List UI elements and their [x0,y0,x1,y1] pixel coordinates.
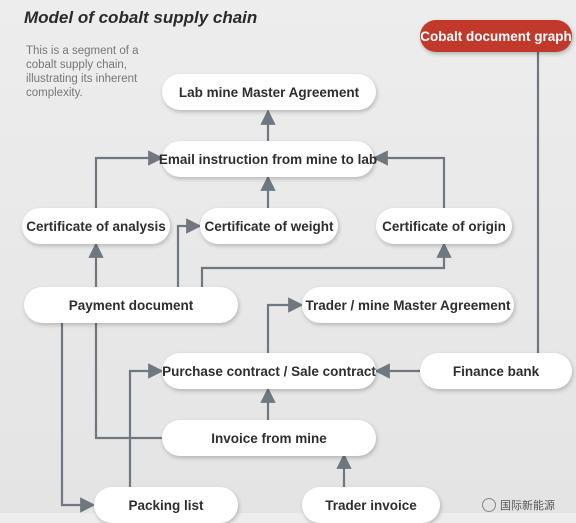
node-finance-bank: Finance bank [420,353,572,389]
node-packing-list: Packing list [94,487,238,523]
node-purchase-sale-contract: Purchase contract / Sale contract [162,353,376,389]
arrow-contract-to-trader-agreement [266,297,304,355]
diagram-title: Model of cobalt supply chain [24,8,258,27]
node-email-instruction: Email instruction from mine to lab [159,141,377,177]
node-lab-mine-master-agreement: Lab mine Master Agreement [162,74,376,110]
node-trader-invoice: Trader invoice [302,487,440,523]
node-invoice-from-mine: Invoice from mine [162,420,376,456]
arrow-origin-to-email [372,150,446,210]
arrow-packing-to-contract [128,363,164,488]
diagram-description: This is a segment of a cobalt supply cha… [26,45,139,99]
node-certificate-of-analysis: Certificate of analysis [22,208,170,244]
arrow-analysis-to-email [94,150,164,210]
arrow-payment-to-packing [60,321,96,513]
watermark: 国际新能源 [482,496,576,513]
arrow-payment-to-weight [176,218,202,289]
node-payment-document: Payment document [24,287,238,323]
wechat-icon [482,497,496,512]
watermark-text: 国际新能源 [500,498,555,512]
node-certificate-of-weight: Certificate of weight [200,208,338,244]
cobalt-document-graph-badge: Cobalt document graph [420,20,572,52]
node-trader-mine-master-agreement: Trader / mine Master Agreement [302,287,514,323]
node-certificate-of-origin: Certificate of origin [376,208,512,244]
arrow-payment-to-origin [200,242,452,289]
